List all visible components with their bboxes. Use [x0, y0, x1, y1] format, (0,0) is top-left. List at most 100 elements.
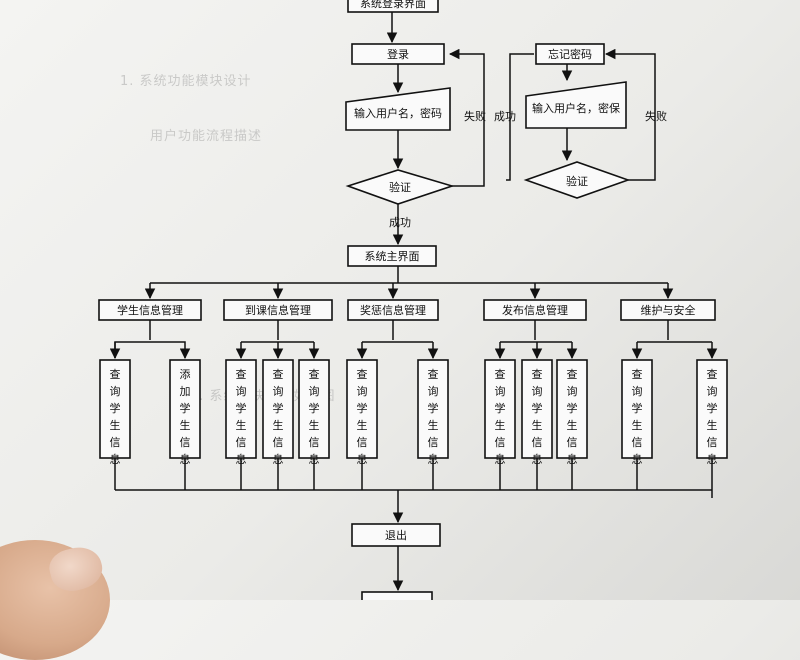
node-verify-forgot: [523, 161, 631, 199]
sub-label-char-2-1-2: 询: [236, 385, 247, 398]
module-label-3: 奖惩信息管理: [360, 303, 426, 317]
edge-label-success-forgot: 成功: [494, 110, 516, 123]
sub-label-char-2-3-4: 生: [309, 418, 320, 432]
sub-box-2-2: [262, 359, 294, 459]
sub-label-char-4-1-4: 生: [495, 418, 506, 432]
sub-label-char-3-1-5: 信: [357, 436, 368, 449]
sub-label-char-5-1-4: 生: [632, 418, 643, 432]
sub-label-char-3-1-2: 询: [357, 385, 368, 398]
node-main: [347, 245, 437, 267]
node-main-label: 系统主界面: [365, 250, 420, 263]
sub-box-1-1: [99, 359, 131, 459]
sub-label-char-5-1-2: 询: [632, 385, 643, 398]
flowchart: 系统登录界面 登录 忘记密码 输入用户名，密码 输入用户名，密保 验证 验证 系…: [98, 0, 728, 600]
sub-label-char-2-3-1: 查: [309, 367, 320, 381]
sub-label-char-2-1-5: 信: [236, 436, 247, 449]
sub-label-char-2-2-1: 查: [273, 367, 284, 381]
sub-label-char-2-1-4: 生: [236, 418, 247, 432]
sub-box-4-3: [556, 359, 588, 459]
sub-label-char-1-2-4: 生: [180, 418, 191, 432]
module-box-3: [347, 299, 439, 321]
sub-label-char-2-3-6: 息: [309, 452, 320, 466]
sub-label-char-5-2-3: 学: [707, 401, 718, 415]
sub-label-char-4-2-5: 信: [532, 436, 543, 449]
node-input-forgot: [525, 81, 627, 129]
sub-label-char-2-2-6: 息: [273, 452, 284, 466]
sub-box-3-1: [346, 359, 378, 459]
edge-label-fail-forgot: 失败: [645, 109, 667, 123]
sub-label-char-5-2-1: 查: [707, 367, 718, 381]
sub-box-2-1: [225, 359, 257, 459]
sub-label-char-4-1-3: 学: [495, 401, 506, 415]
sub-label-char-5-2-6: 息: [707, 452, 718, 466]
sub-label-char-3-1-3: 学: [357, 401, 368, 415]
sub-label-char-4-1-6: 息: [495, 452, 506, 466]
sub-label-char-5-2-5: 信: [707, 436, 718, 449]
module-label-5: 维护与安全: [641, 303, 696, 317]
sub-label-char-2-1-3: 学: [236, 401, 247, 415]
sub-label-char-2-1-6: 息: [236, 452, 247, 466]
node-verify-login-label: 验证: [389, 180, 411, 194]
sub-label-char-2-2-2: 询: [273, 385, 284, 398]
sub-label-char-4-3-2: 询: [567, 385, 578, 398]
node-input-forgot-label: 输入用户名，密保: [532, 101, 620, 115]
node-forgot: [535, 43, 605, 65]
node-verify-login: [345, 169, 455, 205]
sub-label-char-1-1-3: 学: [110, 401, 121, 415]
sub-box-5-2: [696, 359, 728, 459]
module-box-5: [620, 299, 716, 321]
sub-box-4-1: [484, 359, 516, 459]
sub-box-2-3: [298, 359, 330, 459]
node-forgot-label: 忘记密码: [548, 47, 592, 61]
sub-label-char-1-2-2: 加: [180, 385, 191, 398]
node-exit: [351, 523, 441, 547]
sub-label-char-3-1-1: 查: [357, 367, 368, 381]
sub-label-char-5-1-6: 息: [632, 452, 643, 466]
sub-label-char-3-2-3: 学: [428, 401, 439, 415]
node-exit-label: 退出: [385, 528, 407, 542]
sub-label-char-4-2-6: 息: [532, 452, 543, 466]
module-label-1: 学生信息管理: [117, 303, 183, 317]
sub-label-char-4-3-1: 查: [567, 367, 578, 381]
sub-box-5-1: [621, 359, 653, 459]
sub-label-char-2-2-4: 生: [273, 418, 284, 432]
sub-label-char-1-1-5: 信: [110, 436, 121, 449]
module-label-2: 到课信息管理: [245, 303, 311, 317]
sub-label-char-3-1-6: 息: [357, 452, 368, 466]
sub-label-char-4-2-2: 询: [532, 385, 543, 398]
sub-label-char-3-2-6: 息: [428, 452, 439, 466]
sub-label-char-2-3-3: 学: [309, 401, 320, 415]
sub-label-char-1-1-6: 息: [110, 452, 121, 466]
edge-label-fail-login: 失败: [464, 109, 486, 123]
sub-label-char-5-2-2: 询: [707, 385, 718, 398]
node-input-login: [345, 87, 451, 131]
sub-label-char-5-1-3: 学: [632, 401, 643, 415]
sub-label-char-1-2-1: 添: [180, 367, 191, 381]
background-text-2: 用户功能流程描述: [150, 129, 263, 144]
module-box-2: [223, 299, 333, 321]
node-verify-forgot-label: 验证: [566, 174, 588, 188]
sub-label-char-2-2-5: 信: [273, 436, 284, 449]
sub-label-char-1-1-4: 生: [110, 418, 121, 432]
sub-label-char-1-2-6: 息: [180, 452, 191, 466]
module-label-4: 发布信息管理: [502, 303, 568, 317]
module-box-1: [98, 299, 202, 321]
sub-label-char-4-3-3: 学: [567, 401, 578, 415]
node-bottom: [361, 591, 433, 600]
sub-label-char-4-2-1: 查: [532, 367, 543, 381]
sub-label-char-5-1-5: 信: [632, 436, 643, 449]
sub-label-char-2-3-5: 信: [309, 436, 320, 449]
node-input-login-label: 输入用户名，密码: [354, 106, 442, 120]
sub-label-char-3-2-4: 生: [428, 418, 439, 432]
sub-label-char-2-2-3: 学: [273, 401, 284, 415]
sub-box-3-2: [417, 359, 449, 459]
edge-label-success-login: 成功: [389, 216, 411, 229]
sub-box-1-2: [169, 359, 201, 459]
sub-label-char-1-2-5: 信: [180, 436, 191, 449]
background-text-1: 1. 系统功能模块设计: [120, 74, 252, 89]
node-title-top-label: 系统登录界面: [360, 0, 426, 10]
sub-label-char-3-1-4: 生: [357, 418, 368, 432]
sub-label-char-3-2-2: 询: [428, 385, 439, 398]
sub-label-char-1-1-1: 查: [110, 367, 121, 381]
sub-label-char-3-2-1: 查: [428, 367, 439, 381]
